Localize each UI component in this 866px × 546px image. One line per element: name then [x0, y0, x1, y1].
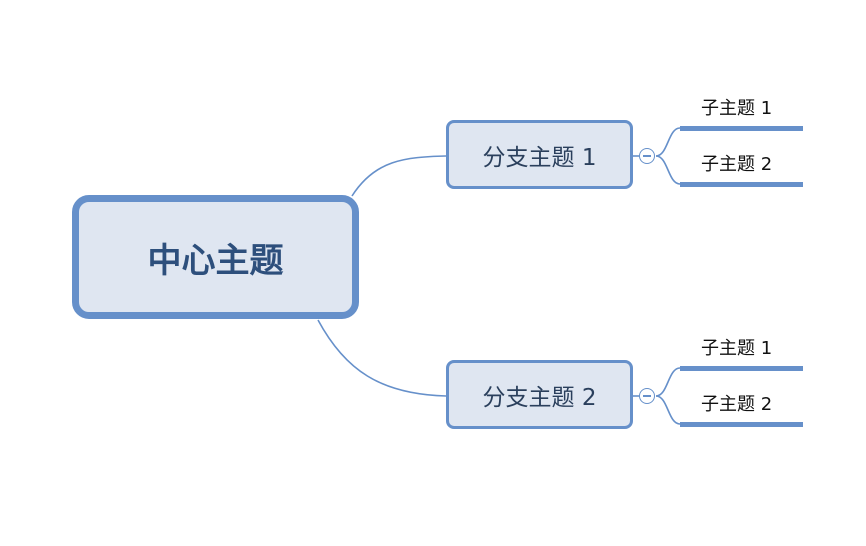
central-topic-label: 中心主题 [147, 240, 284, 281]
branch-topic-1[interactable]: 分支主题 1 [446, 120, 633, 189]
branch-topic-2-label: 分支主题 2 [482, 384, 597, 411]
sub-topic-2-2-underline [680, 422, 803, 427]
sub-topic-1-2[interactable]: 子主题 2 [701, 154, 773, 175]
sub-topic-2-1[interactable]: 子主题 1 [701, 338, 773, 359]
sub-topic-1-1[interactable]: 子主题 1 [701, 98, 773, 119]
sub-topic-2-1-underline [680, 366, 803, 371]
central-topic[interactable]: 中心主题 [72, 195, 359, 319]
branch-topic-2[interactable]: 分支主题 2 [446, 360, 633, 429]
connector-center-branch-2 [317, 319, 447, 397]
connector-center-branch-1 [351, 155, 447, 197]
branch-topic-1-label: 分支主题 1 [482, 144, 597, 171]
connector-branch-1-sub-1 [655, 127, 803, 157]
collapse-branch-2-icon[interactable] [639, 388, 655, 404]
connector-branch-2-sub-2 [655, 395, 803, 425]
connector-branch-1-sub-2 [655, 155, 803, 185]
collapse-branch-1-icon[interactable] [639, 148, 655, 164]
connector-branch-2-sub-1 [655, 367, 803, 397]
sub-topic-1-2-underline [680, 182, 803, 187]
sub-topic-2-2[interactable]: 子主题 2 [701, 394, 773, 415]
sub-topic-1-1-underline [680, 126, 803, 131]
